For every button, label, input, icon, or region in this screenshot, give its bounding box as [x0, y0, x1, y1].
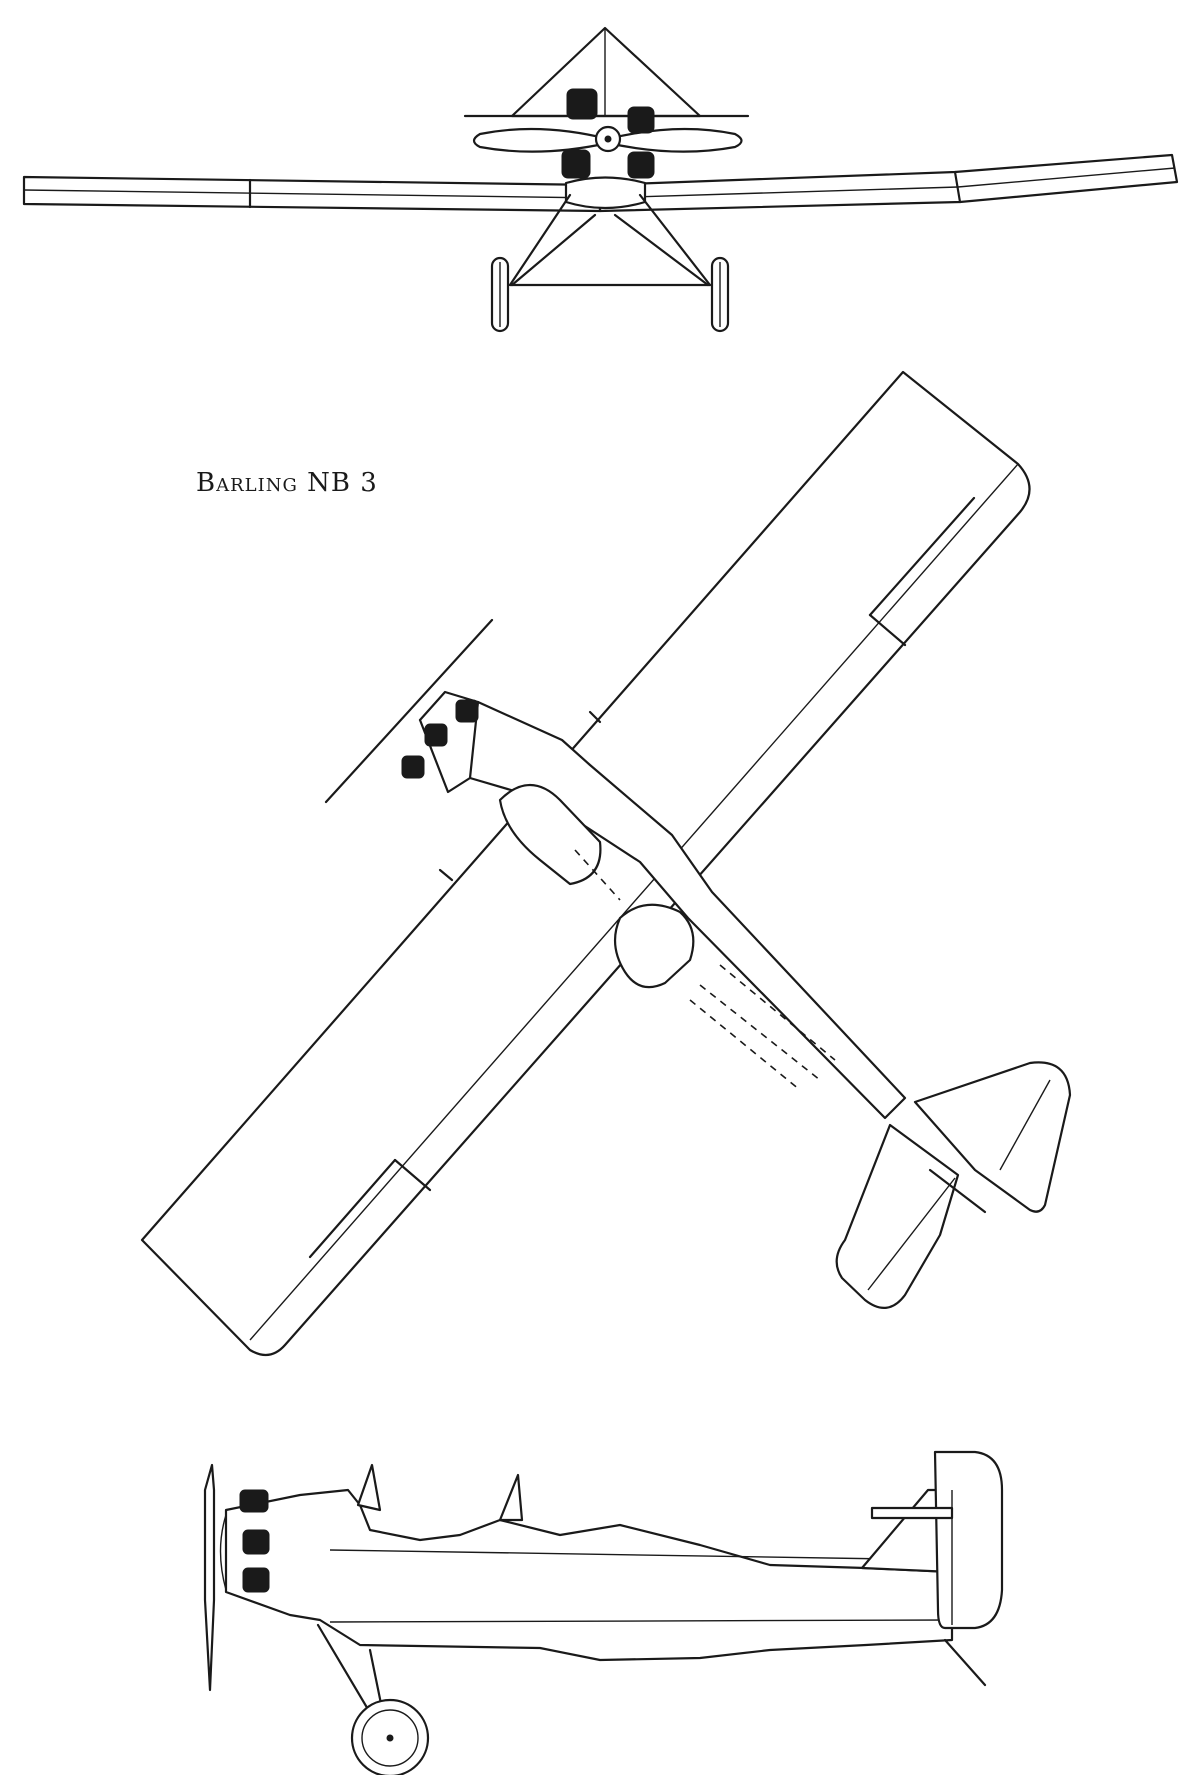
plan-view-right-stabilizer — [913, 1061, 1072, 1213]
plan-view — [140, 370, 1072, 1357]
plan-view-rear-cockpit — [613, 903, 695, 989]
side-view-rear-windscreen — [498, 1473, 524, 1522]
aircraft-title: Barling NB 3 — [196, 468, 378, 498]
side-view-tailplane — [870, 1506, 954, 1520]
plan-view-right-aileron — [868, 613, 907, 647]
front-view-fin — [510, 26, 702, 118]
side-view-rudder — [933, 1450, 1004, 1630]
plan-view-left-aileron — [393, 1158, 432, 1192]
front-view-right-wing — [598, 153, 1179, 213]
plan-view-propeller — [324, 618, 494, 804]
side-view-front-windscreen — [356, 1463, 382, 1512]
radial-engine-cylinders — [561, 88, 655, 179]
side-view-landing-gear — [316, 1623, 430, 1778]
plan-view-rudder — [928, 1168, 987, 1214]
side-view — [203, 1450, 1004, 1778]
front-view-cowling — [564, 176, 647, 210]
side-view-engine — [219, 1489, 270, 1593]
side-view-propeller — [203, 1463, 216, 1692]
front-view-landing-gear — [490, 193, 730, 333]
front-view — [22, 26, 1179, 333]
side-view-fuselage — [224, 1488, 954, 1662]
plan-view-left-stabilizer — [835, 1123, 960, 1309]
side-view-tail-skid — [943, 1638, 987, 1687]
plan-view-engine-cylinders — [401, 699, 479, 779]
